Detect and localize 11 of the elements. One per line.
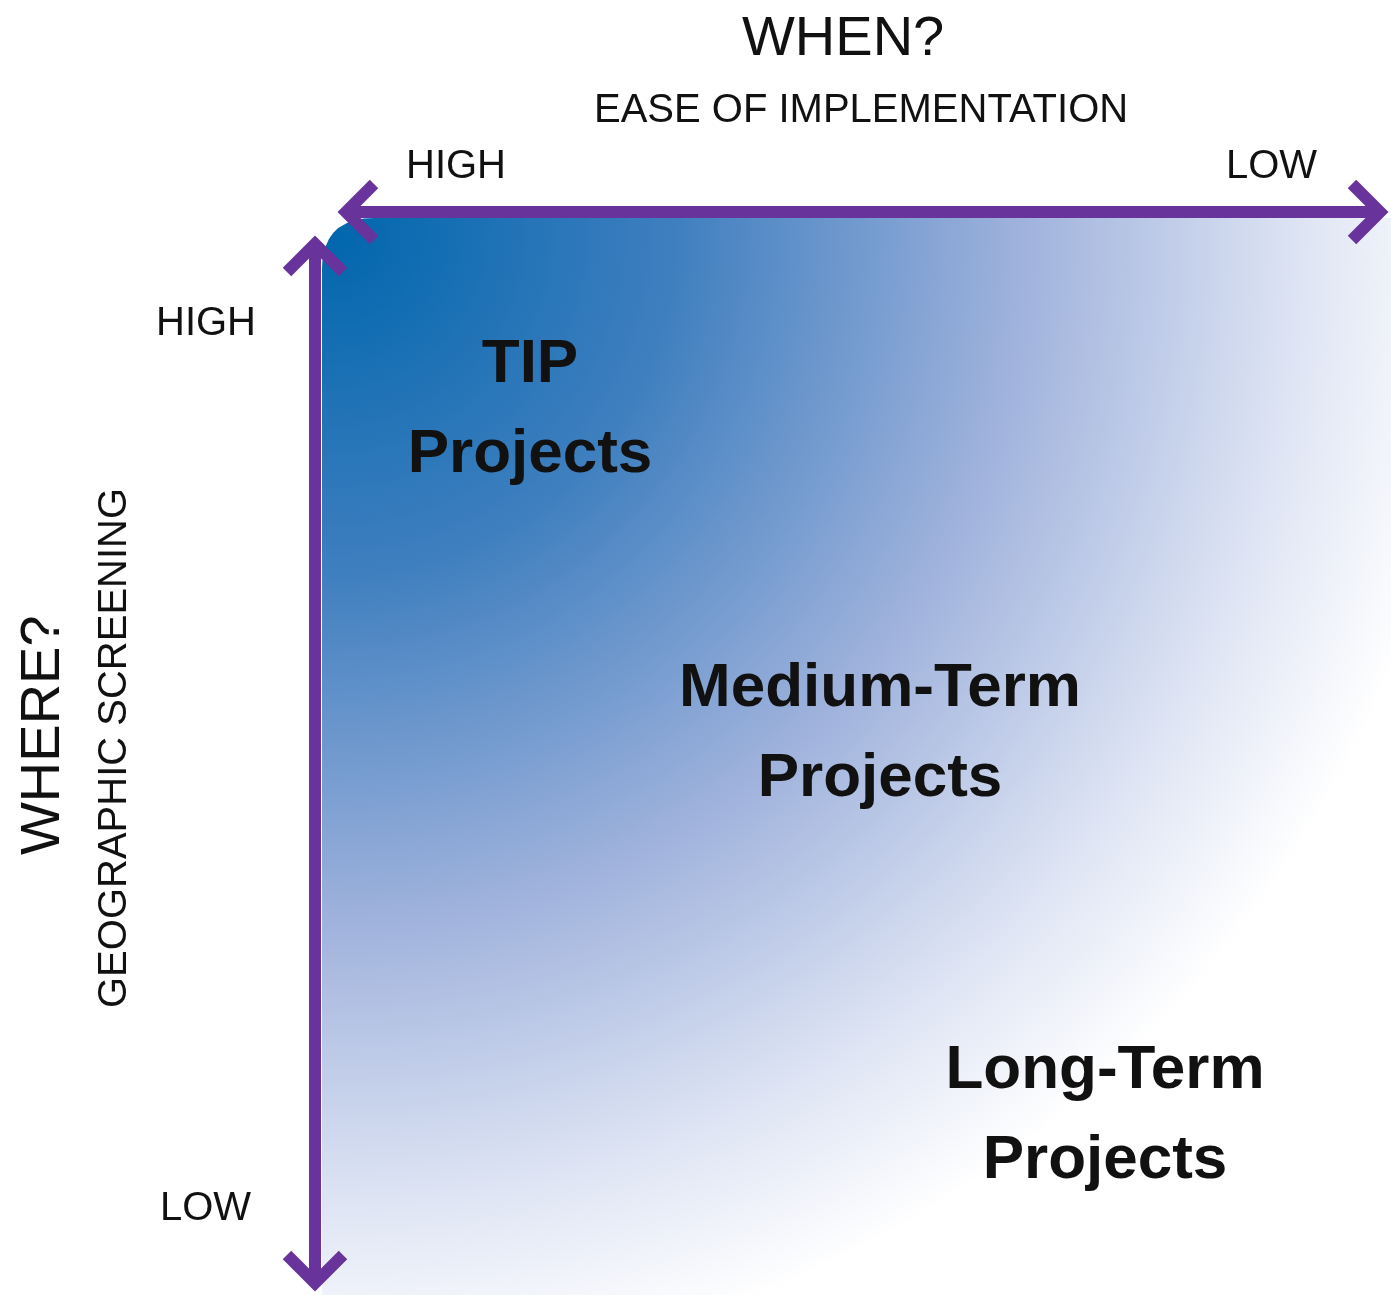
axis-subtitle: EASE OF IMPLEMENTATION: [594, 88, 1129, 128]
scale-label: HIGH: [406, 144, 506, 184]
axis-title: WHERE?: [12, 615, 68, 855]
region-label: Medium-Term Projects: [678, 649, 1082, 811]
region-label: Long-Term Projects: [944, 1031, 1266, 1193]
axis-title: WHEN?: [742, 8, 945, 64]
region-label: TIP Projects: [406, 325, 654, 487]
scale-label: HIGH: [156, 301, 256, 341]
scale-label: LOW: [1226, 144, 1318, 184]
axis-subtitle: GEOGRAPHIC SCREENING: [92, 487, 132, 1008]
scale-label: LOW: [160, 1186, 252, 1226]
